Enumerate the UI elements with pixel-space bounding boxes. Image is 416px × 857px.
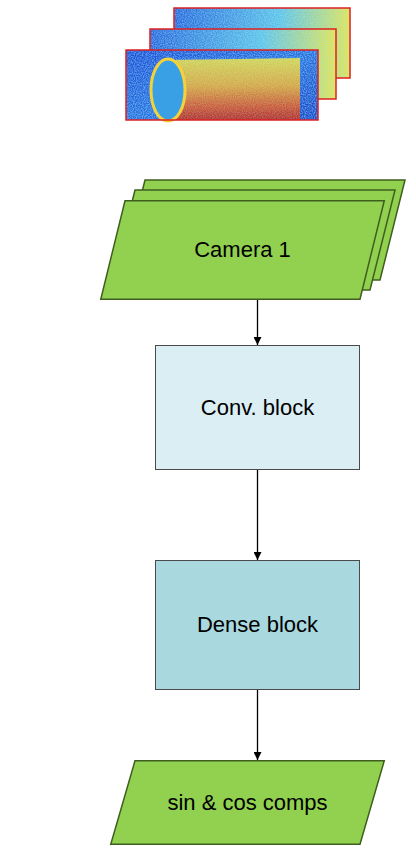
node-label: Dense block	[197, 612, 318, 638]
parallelogram-shape	[111, 761, 385, 845]
cylinder-body	[168, 58, 300, 120]
heatmap-image	[126, 50, 318, 120]
node-label: Camera 1	[194, 237, 291, 263]
image-border	[126, 50, 318, 120]
heatmap-noise	[168, 58, 300, 120]
node-label: sin & cos comps	[167, 790, 327, 816]
image-frame	[126, 50, 318, 121]
input-parallelogram: Camera 1	[100, 200, 385, 300]
heatmap-noise	[126, 50, 318, 120]
arrow-connector	[257, 470, 258, 560]
cylinder-end	[151, 59, 185, 121]
process-box: Conv. block	[155, 345, 360, 470]
process-box: Dense block	[155, 560, 360, 690]
arrow-connector	[257, 300, 258, 345]
node-label: Conv. block	[201, 395, 314, 421]
arrow-connector	[257, 690, 258, 760]
parallelogram-shape	[101, 201, 385, 300]
output-parallelogram: sin & cos comps	[110, 760, 385, 845]
